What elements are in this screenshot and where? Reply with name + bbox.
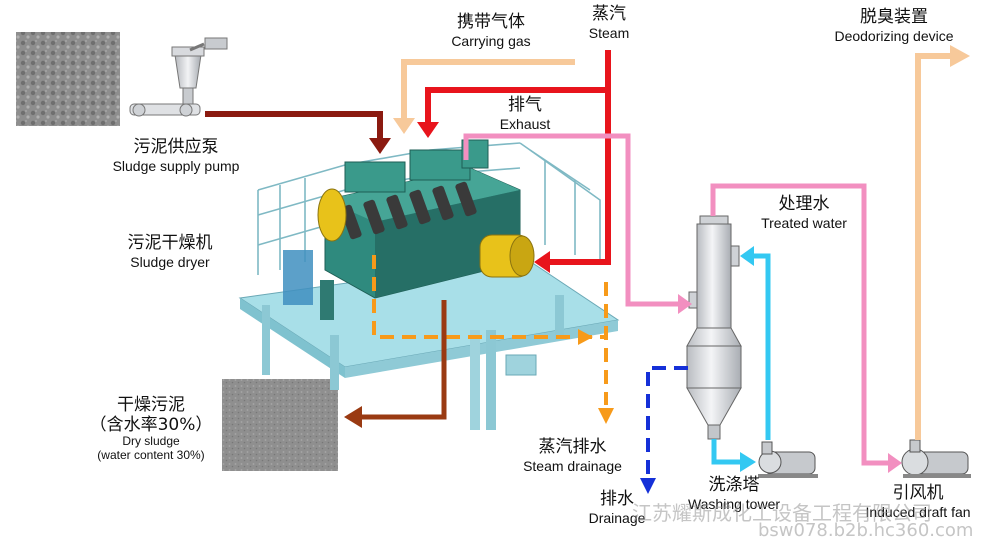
tower-to-fan-arrow <box>888 453 902 473</box>
exhaust-zh: 排气 <box>508 95 542 115</box>
label-sludge-dryer: 污泥干燥机 Sludge dryer <box>110 233 230 270</box>
label-deodorizing-device: 脱臭装置 Deodorizing device <box>812 7 976 44</box>
steam-zh: 蒸汽 <box>592 4 626 24</box>
steam-drainage-zh: 蒸汽排水 <box>538 437 607 457</box>
treated-water-arrow <box>740 246 754 266</box>
washing-tower-en: Washing tower <box>687 495 781 512</box>
label-carrying-gas: 携带气体 Carrying gas <box>436 12 546 49</box>
drainage-en: Drainage <box>588 509 646 526</box>
exhaust-line <box>463 133 680 307</box>
exhaust-en: Exhaust <box>499 115 551 132</box>
deodorizing-zh: 脱臭装置 <box>860 7 928 27</box>
sludge-feed-arrow <box>369 138 391 154</box>
sludge-dryer-en: Sludge dryer <box>130 253 210 270</box>
dry-sludge-en-water: (water content 30%) <box>97 447 205 462</box>
label-washing-tower: 洗涤塔 Washing tower <box>680 475 788 512</box>
dry-sludge-zh: 干燥污泥 <box>117 395 185 415</box>
dry-sludge-zh-water: （含水率30%） <box>89 414 213 435</box>
label-drainage: 排水 Drainage <box>578 489 656 526</box>
carrying-gas-arrow <box>393 118 415 134</box>
steam-en: Steam <box>588 24 630 41</box>
treated-water-zh: 处理水 <box>778 194 830 214</box>
steam-line-top <box>425 50 611 124</box>
treated-water-en: Treated water <box>761 214 847 231</box>
steam-drainage-arrow-down <box>598 408 614 424</box>
sludge-supply-pump <box>129 37 228 117</box>
dry-sludge-line <box>360 300 447 420</box>
steam-arrow-side <box>534 251 550 273</box>
sludge-pump-zh: 污泥供应泵 <box>133 137 219 157</box>
drainage-arrow <box>640 478 656 494</box>
sludge-feed-line <box>205 111 383 140</box>
label-treated-water: 处理水 Treated water <box>744 194 864 231</box>
exhaust-arrow <box>678 294 692 314</box>
dry-sludge-arrow <box>344 406 362 428</box>
wet-sludge-photo <box>16 32 120 126</box>
draft-fan-zh: 引风机 <box>892 483 944 503</box>
carrying-gas-en: Carrying gas <box>451 32 531 49</box>
label-steam-drainage: 蒸汽排水 Steam drainage <box>505 437 640 474</box>
steam-line-side <box>548 90 611 265</box>
dry-sludge-en: Dry sludge <box>122 434 180 449</box>
sludge-pump-en: Sludge supply pump <box>112 157 240 174</box>
washing-tower <box>686 215 742 440</box>
deodorizing-en: Deodorizing device <box>834 27 954 44</box>
drainage-zh: 排水 <box>600 489 634 509</box>
draft-fan-en: Induced draft fan <box>865 503 971 520</box>
carrying-gas-line <box>401 59 575 120</box>
label-induced-draft-fan: 引风机 Induced draft fan <box>852 483 984 520</box>
watermark-company: 江苏耀斯成化工设备工程有限公司 <box>632 501 932 525</box>
steam-drainage-en: Steam drainage <box>523 457 622 474</box>
induced-draft-fan <box>901 439 971 478</box>
steam-drainage-arrow-mid <box>578 329 593 345</box>
tower-to-fan-line <box>710 183 890 466</box>
dry-sludge-photo <box>222 379 338 471</box>
drainage-line <box>646 366 688 478</box>
carrying-gas-zh: 携带气体 <box>457 12 525 32</box>
treated-water-line <box>752 253 771 440</box>
label-dry-sludge: 干燥污泥 （含水率30%） Dry sludge (water content … <box>86 395 216 463</box>
label-steam: 蒸汽 Steam <box>576 4 642 41</box>
label-sludge-supply-pump: 污泥供应泵 Sludge supply pump <box>92 137 260 174</box>
deodorizing-line <box>915 53 952 440</box>
tower-to-pump-arrow <box>740 452 756 472</box>
water-pump <box>758 441 818 478</box>
sludge-dryer-zh: 污泥干燥机 <box>127 233 213 253</box>
tower-to-pump-line <box>711 439 742 465</box>
sludge-dryer-machine <box>238 139 620 430</box>
watermark-site: bsw078.b2b.hc360.com <box>758 520 974 541</box>
deodorizing-arrow <box>950 45 970 67</box>
steam-drainage-lines <box>372 255 608 405</box>
steam-arrow-top <box>417 122 439 138</box>
washing-tower-zh: 洗涤塔 <box>708 475 760 495</box>
label-exhaust: 排气 Exhaust <box>490 95 560 132</box>
